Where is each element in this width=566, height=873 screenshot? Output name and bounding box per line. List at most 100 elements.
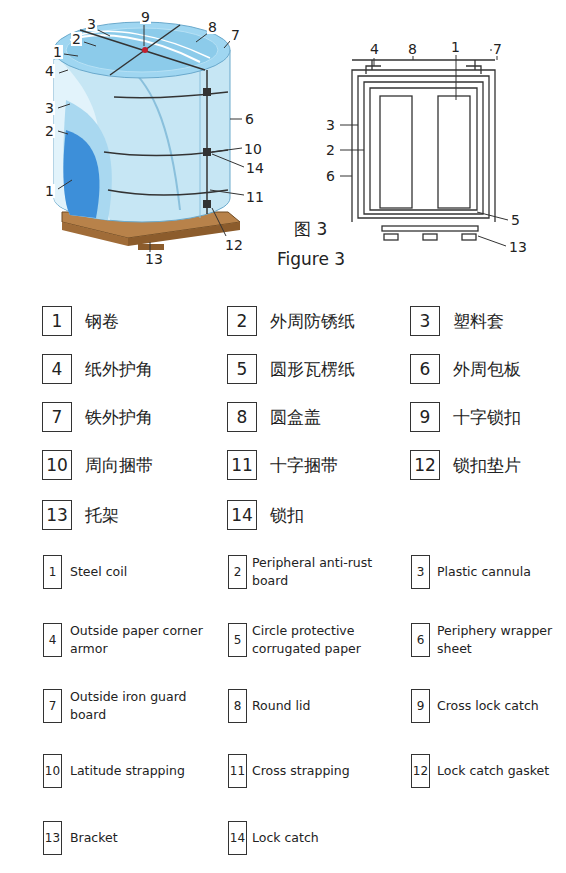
callout-number: 1 (44, 184, 55, 198)
number-box: 13 (42, 500, 72, 530)
legend-entry: 14Lock catch (228, 821, 402, 855)
callout-number: 7 (492, 42, 503, 56)
legend-term: Circle protective corrugated paper (252, 622, 402, 658)
number-box: 11 (227, 450, 257, 480)
number-box: 6 (411, 623, 430, 657)
legend-term: Cross lock catch (437, 697, 559, 715)
number-box: 5 (228, 623, 247, 657)
legend-term: 十字捆带 (270, 454, 338, 477)
legend-entry: 2Peripheral anti-rust board (228, 555, 402, 591)
legend-entry: 8圆盒盖 (227, 402, 321, 432)
callout-number: 2 (325, 143, 336, 157)
callout-number: 6 (244, 112, 255, 126)
legend-entry: 6外周包板 (410, 354, 521, 384)
figure-caption: 图 3 (293, 221, 328, 238)
legend-entry: 2 外周防锈纸 (227, 306, 355, 336)
legend-entry: 13 托架 (42, 500, 119, 530)
legend-term: Outside iron guard board (70, 688, 220, 724)
legend-entry: 10 Latitude strapping (43, 754, 220, 788)
legend-term: Lock catch (252, 829, 402, 847)
number-box: 1 (42, 306, 72, 336)
legend-term: 铁外护角 (85, 406, 153, 429)
legend-term: Peripheral anti-rust board (252, 554, 402, 590)
legend-entry: 3Plastic cannula (411, 555, 559, 589)
legend-entry: 4Outside paper corner armor (43, 623, 220, 659)
legend-term: 锁扣垫片 (453, 454, 521, 477)
number-box: 12 (410, 450, 440, 480)
number-box: 1 (43, 555, 62, 589)
legend-term: Periphery wrapper sheet (437, 622, 559, 658)
legend-term: Lock catch gasket (437, 762, 559, 780)
callout-number: 3 (44, 101, 55, 115)
legend-entry: 9 十字锁扣 (410, 402, 521, 432)
legend-entry: 11 十字捆带 (227, 450, 338, 480)
legend-term: Plastic cannula (437, 563, 559, 581)
legend-entry: 8 Round lid (228, 689, 402, 723)
legend-entry: 5Circle protective corrugated paper (228, 623, 402, 659)
legend-entry: 9 Cross lock catch (411, 689, 559, 723)
callout-number: 2 (44, 124, 55, 138)
number-box: 7 (42, 402, 72, 432)
legend-entry: 6Periphery wrapper sheet (411, 623, 559, 659)
callout-number: 9 (140, 10, 151, 24)
number-box: 6 (410, 354, 440, 384)
legend-term: 托架 (85, 504, 119, 527)
number-box: 7 (43, 689, 62, 723)
legend-term: 外周防锈纸 (270, 310, 355, 333)
legend-entry: 7 铁外护角 (42, 402, 153, 432)
number-box: 13 (43, 821, 62, 855)
legend-entry: 14 锁扣 (227, 500, 304, 530)
legend-entry: 5圆形瓦楞纸 (227, 354, 355, 384)
callout-number: 10 (243, 142, 263, 156)
figure-caption: Figure 3 (276, 251, 346, 268)
legend-term: 圆盒盖 (270, 406, 321, 429)
legend-term: 钢卷 (85, 310, 119, 333)
number-box: 5 (227, 354, 257, 384)
callout-number: 5 (510, 213, 521, 227)
callout-number: 13 (144, 252, 164, 266)
number-box: 2 (227, 306, 257, 336)
callout-number: 2 (71, 32, 82, 46)
callout-number: 1 (450, 40, 461, 54)
legend-entry: 3塑料套 (410, 306, 504, 336)
legend-entry: 7Outside iron guard board (43, 689, 220, 725)
legend-entry: 1 钢卷 (42, 306, 119, 336)
legend-term: Outside paper corner armor (70, 622, 220, 658)
number-box: 9 (410, 402, 440, 432)
callout-number: 4 (369, 42, 380, 56)
legend-term: Bracket (70, 829, 220, 847)
legend-term: 塑料套 (453, 310, 504, 333)
callout-number: 11 (245, 190, 265, 204)
callout-number: 3 (325, 118, 336, 132)
legend-term: Cross strapping (252, 762, 402, 780)
callout-number: 6 (325, 169, 336, 183)
number-box: 10 (42, 450, 72, 480)
number-box: 9 (411, 689, 430, 723)
legend-entry: 12 锁扣垫片 (410, 450, 521, 480)
number-box: 12 (411, 754, 430, 788)
number-box: 8 (228, 689, 247, 723)
legend-entry: 4 纸外护角 (42, 354, 153, 384)
callout-number: 13 (508, 240, 528, 254)
number-box: 10 (43, 754, 62, 788)
legend-entry: 1 Steel coil (43, 555, 220, 589)
callout-number: 1 (52, 45, 63, 59)
number-box: 11 (228, 754, 247, 788)
legend-term: 纸外护角 (85, 358, 153, 381)
legend-term: 锁扣 (270, 504, 304, 527)
legend-term: Round lid (252, 697, 402, 715)
legend-entry: 11 Cross strapping (228, 754, 402, 788)
legend-term: Latitude strapping (70, 762, 220, 780)
legend-entry: 12 Lock catch gasket (411, 754, 559, 788)
callout-number: 14 (245, 161, 265, 175)
legend-entry: 10周向捆带 (42, 450, 153, 480)
number-box: 14 (227, 500, 257, 530)
legend-term: 十字锁扣 (453, 406, 521, 429)
legend-term: Steel coil (70, 563, 220, 581)
number-box: 4 (43, 623, 62, 657)
callout-number: 7 (230, 28, 241, 42)
number-box: 4 (42, 354, 72, 384)
callout-number: 12 (224, 238, 244, 252)
callout-number: 8 (207, 20, 218, 34)
